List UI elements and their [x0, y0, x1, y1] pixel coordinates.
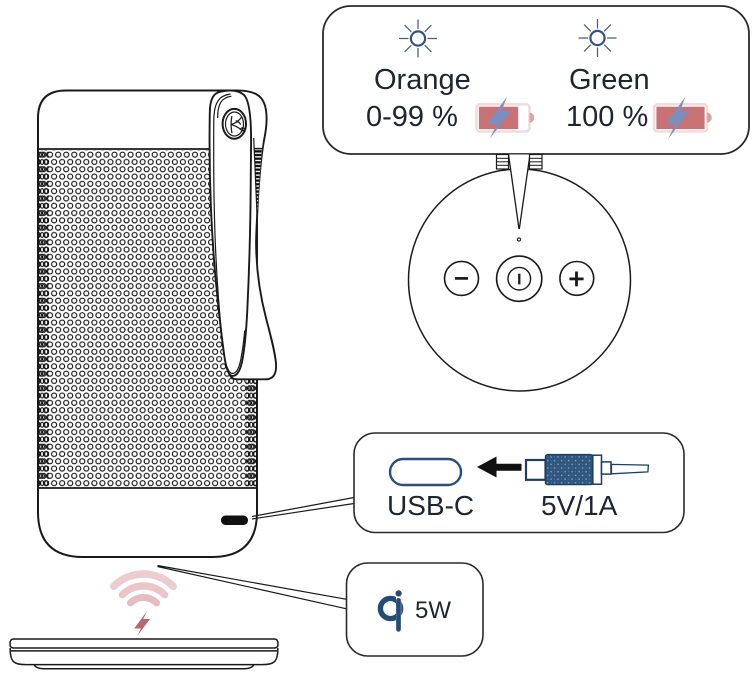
svg-text:Orange: Orange	[374, 64, 471, 96]
svg-text:5V/1A: 5V/1A	[541, 490, 618, 521]
svg-text:Green: Green	[569, 64, 650, 96]
svg-text:USB-C: USB-C	[387, 490, 474, 521]
svg-text:0-99 %: 0-99 %	[366, 101, 458, 133]
svg-text:5W: 5W	[415, 597, 451, 624]
svg-text:100 %: 100 %	[566, 101, 648, 133]
